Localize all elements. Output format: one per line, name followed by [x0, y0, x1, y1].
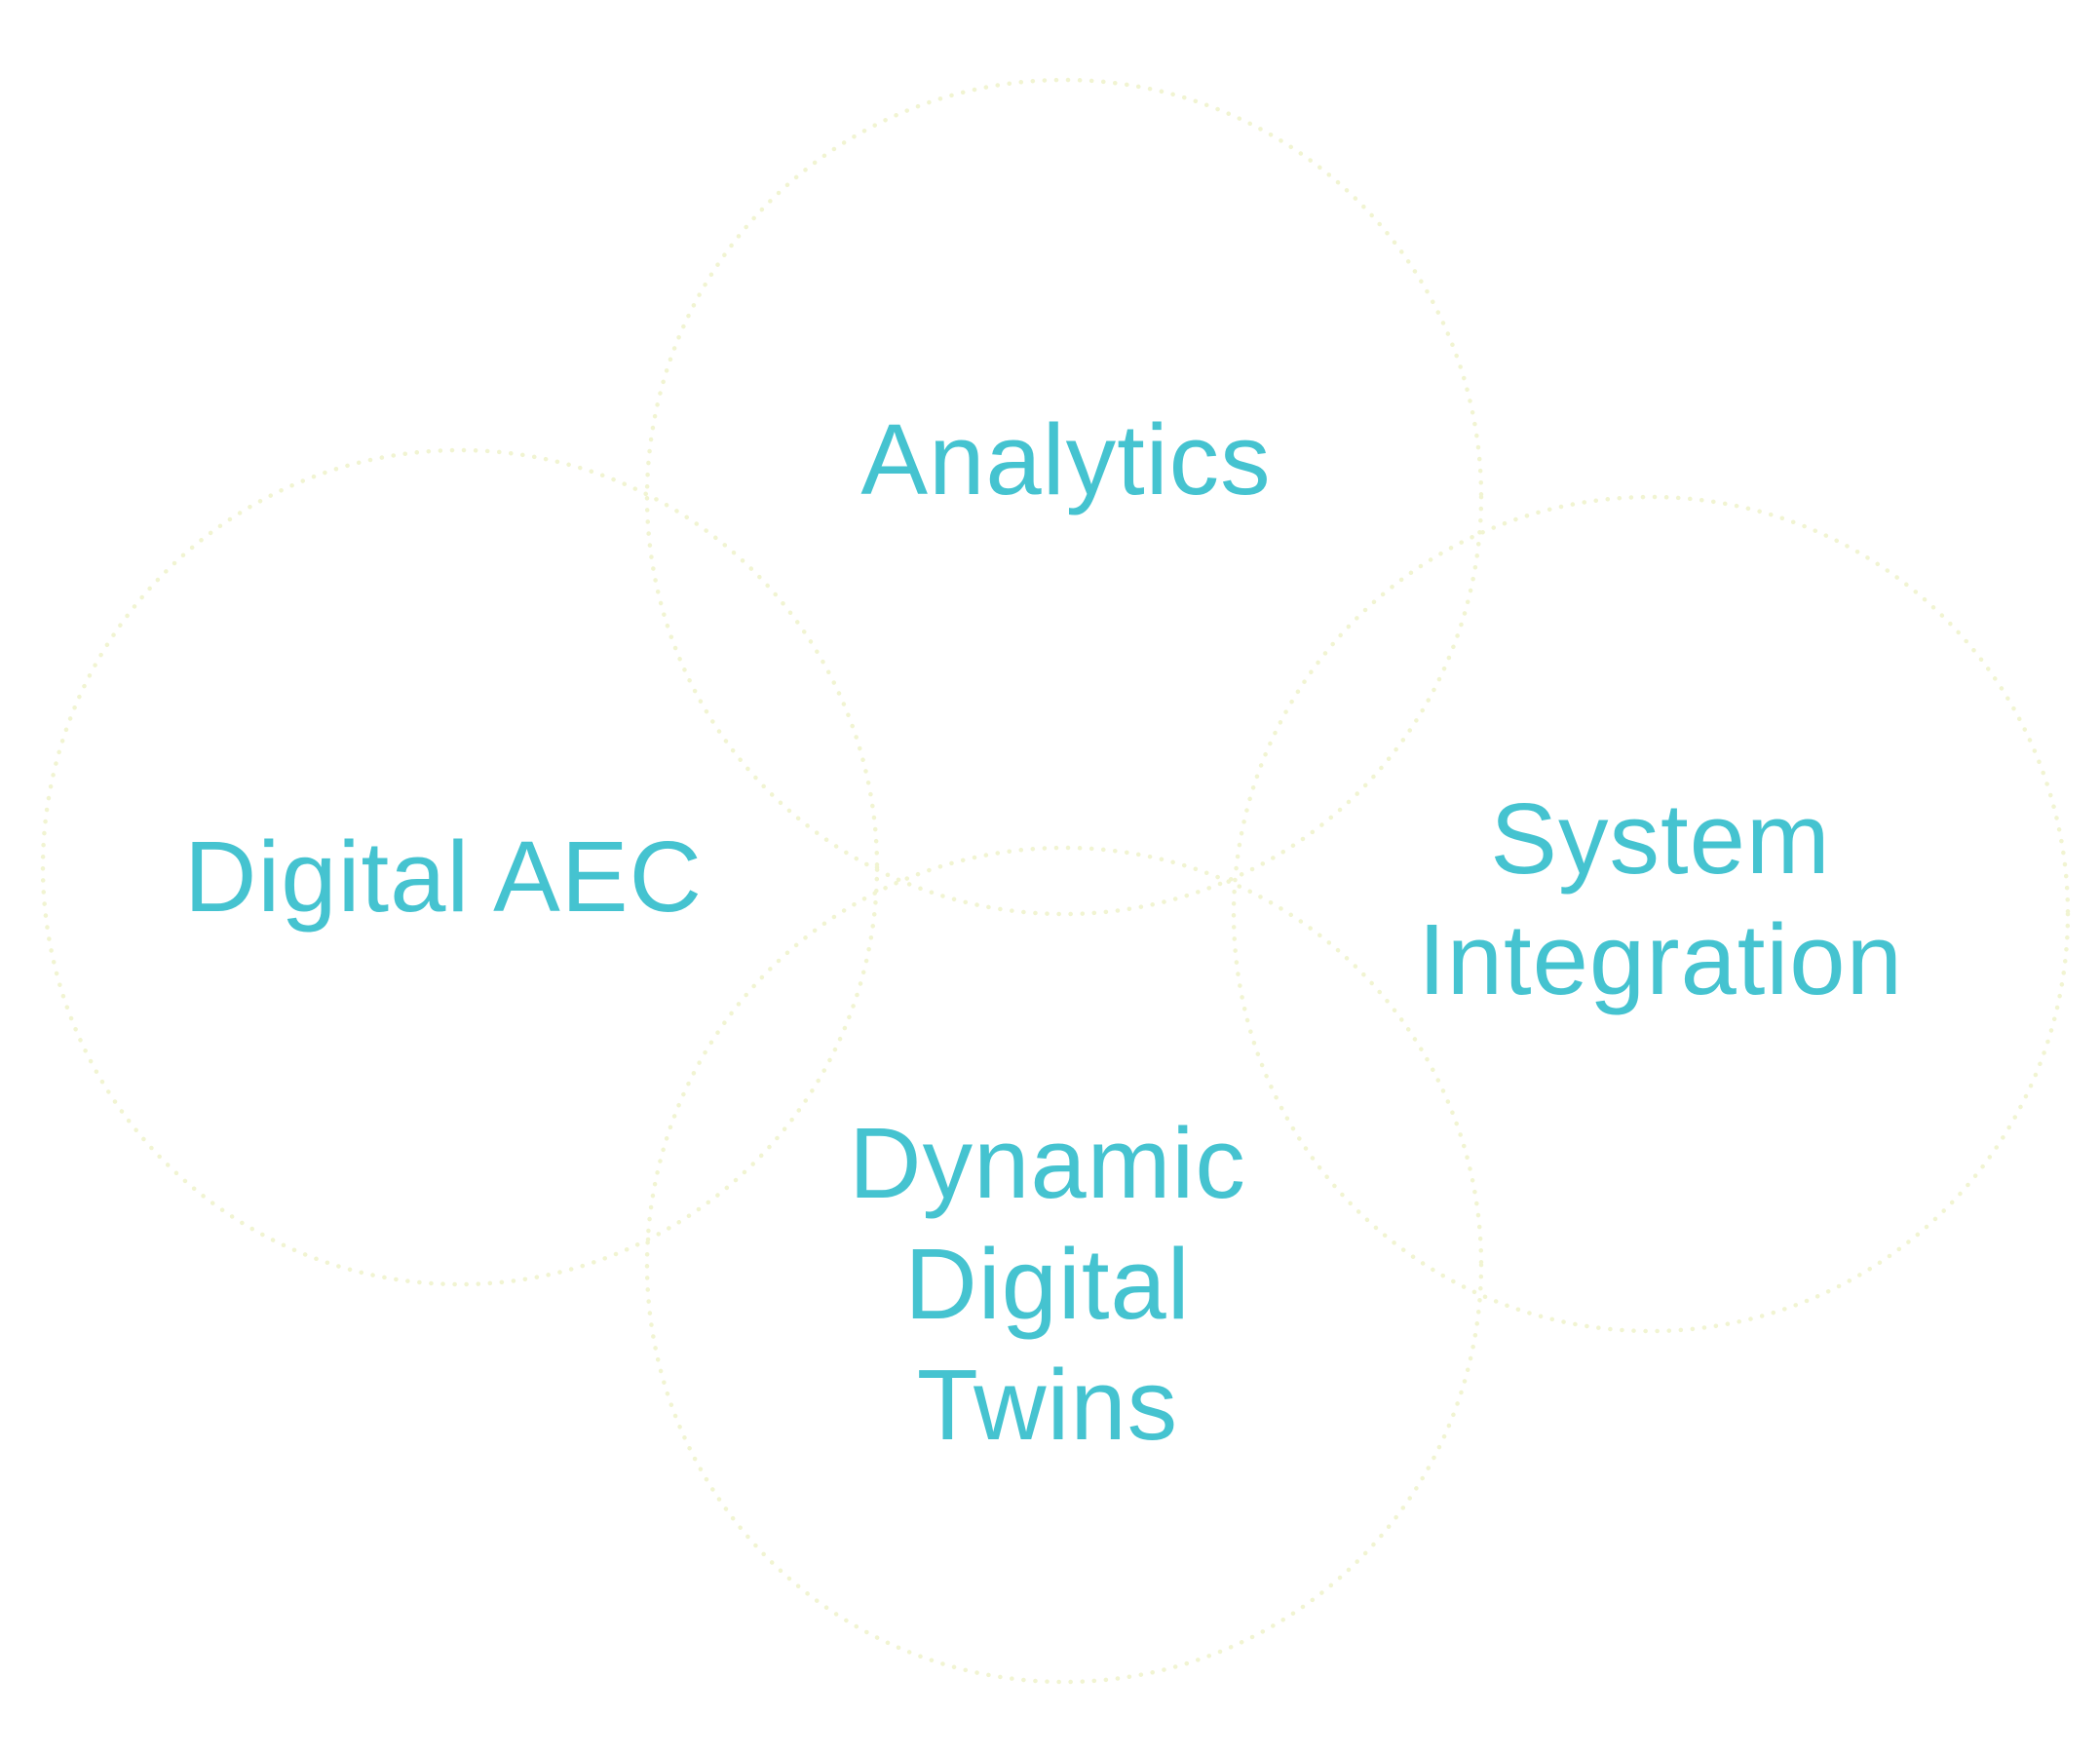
label-dynamic-digital-twins: Dynamic Digital Twins — [849, 1103, 1246, 1466]
label-line: Digital — [904, 1228, 1191, 1340]
circle-dynamic-digital-twins — [644, 845, 1484, 1685]
label-line: System — [1490, 782, 1831, 895]
label-line: Integration — [1418, 903, 1903, 1015]
label-system-integration: System Integration — [1418, 779, 1903, 1020]
circle-system-integration — [1231, 494, 2071, 1334]
label-analytics: Analytics — [860, 400, 1271, 520]
label-digital-aec: Digital AEC — [184, 817, 703, 937]
label-line: Analytics — [860, 403, 1272, 515]
label-line: Digital AEC — [184, 820, 703, 933]
label-line: Twins — [916, 1349, 1179, 1461]
label-line: Dynamic — [849, 1107, 1246, 1219]
circle-digital-aec — [40, 447, 880, 1287]
circle-analytics — [644, 77, 1484, 917]
